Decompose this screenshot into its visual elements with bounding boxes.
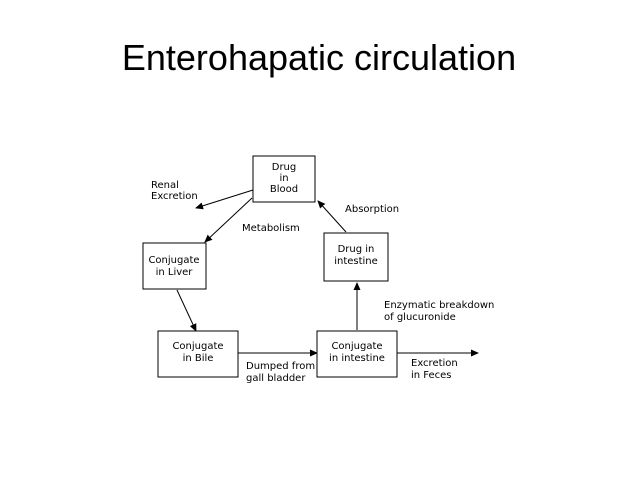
arrow-liver-to-bile	[176, 289, 197, 332]
arrow-absorption	[317, 200, 347, 233]
label-metabolism: Metabolism	[242, 223, 300, 234]
arrow-blood-to-liver-metabolism	[204, 197, 253, 243]
slide-title: Enterohapatic circulation	[121, 37, 517, 78]
label-absorption: Absorption	[345, 204, 399, 215]
arrow-blood-to-renal-excretion	[195, 189, 254, 210]
